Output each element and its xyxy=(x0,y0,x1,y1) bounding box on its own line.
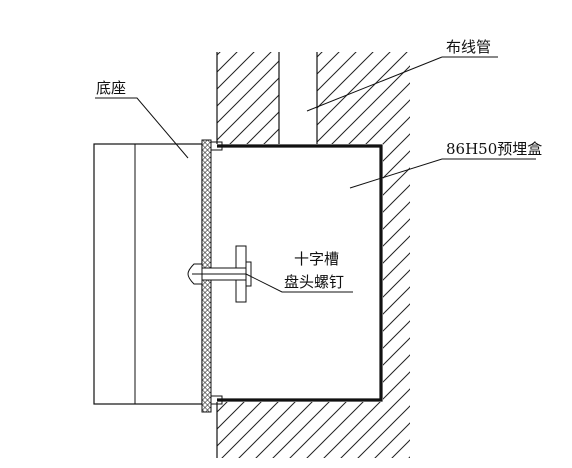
wall-below-box xyxy=(217,402,410,458)
label-wiring-pipe: 布线管 xyxy=(446,38,491,56)
wall-hatching xyxy=(217,52,410,458)
leader-base xyxy=(95,97,189,159)
embedded-box-outline xyxy=(217,144,383,402)
label-screw-line2: 盘头螺钉 xyxy=(284,273,344,291)
screw-lug-upper xyxy=(235,245,247,269)
leader-screw xyxy=(245,273,353,293)
wall-outline xyxy=(216,52,318,458)
screw-lug-lower xyxy=(235,279,247,303)
wiring-pipe-channel xyxy=(280,52,316,144)
wall-right-strip xyxy=(317,52,410,144)
label-screw-line1: 十字槽 xyxy=(294,250,339,268)
base-body xyxy=(93,143,203,405)
wall-beside-box xyxy=(383,144,410,402)
pan-head-screw xyxy=(187,245,252,303)
wall-left-strip xyxy=(217,52,279,144)
leader-wiring-pipe-diag xyxy=(306,56,443,112)
label-embedded-box: 86H50预埋盒 xyxy=(446,140,542,158)
leader-box xyxy=(349,158,536,189)
label-base: 底座 xyxy=(96,79,126,97)
leader-lines xyxy=(95,56,536,293)
